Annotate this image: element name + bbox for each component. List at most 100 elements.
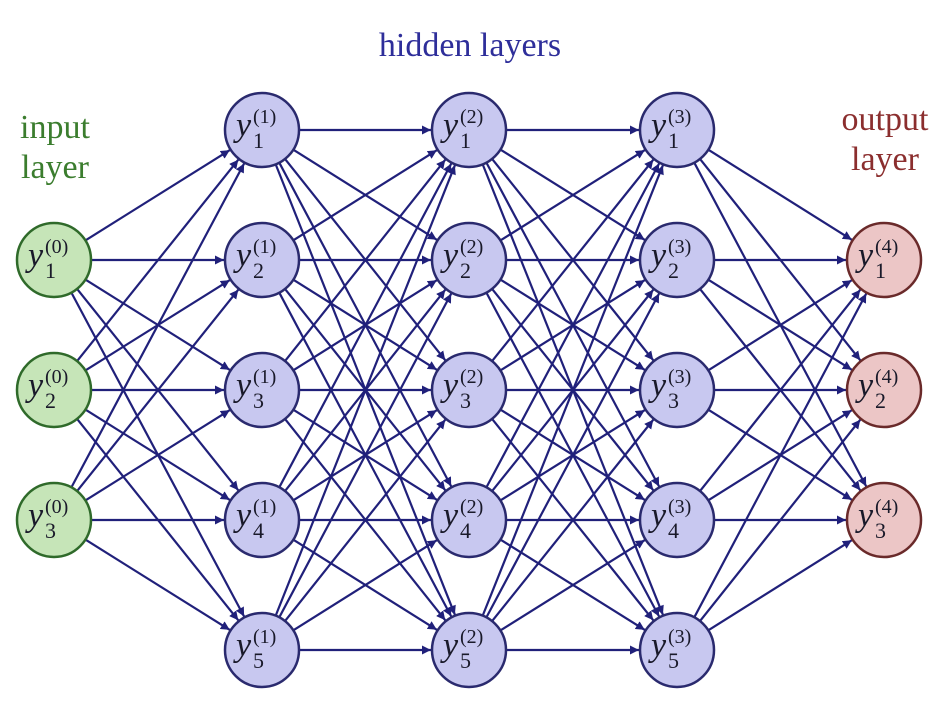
node-superscript: (2) bbox=[460, 366, 483, 388]
input-node-l0-2: y2(0) bbox=[15, 351, 93, 429]
node-circle bbox=[430, 91, 508, 169]
edge-l2n2-to-l3n1 bbox=[499, 149, 646, 242]
node-subscript: 2 bbox=[460, 258, 471, 283]
input-node-l0-1: y1(0) bbox=[15, 221, 93, 299]
node-subscript: 4 bbox=[460, 518, 471, 543]
node-variable: y bbox=[233, 627, 252, 664]
node-superscript: (4) bbox=[875, 236, 898, 258]
node-label: y1(3) bbox=[648, 106, 691, 153]
hidden-node-l3-4: y4(3) bbox=[638, 481, 716, 559]
edge-l3n5-to-l4n3 bbox=[707, 539, 853, 632]
input-layer-label-line2: layer bbox=[21, 149, 90, 186]
node-variable: y bbox=[25, 237, 44, 274]
output-layer-label-line2: layer bbox=[851, 141, 920, 178]
node-superscript: (0) bbox=[45, 366, 68, 388]
node-variable: y bbox=[25, 497, 44, 534]
node-label: y4(2) bbox=[440, 496, 483, 543]
node-label: y4(1) bbox=[233, 496, 276, 543]
node-circle bbox=[223, 91, 301, 169]
node-subscript: 1 bbox=[668, 128, 679, 153]
hidden-node-l1-5: y5(1) bbox=[223, 611, 301, 689]
output-layer-label-line1: output bbox=[842, 101, 929, 138]
edge-l0n3-to-l1n5 bbox=[84, 538, 231, 631]
connection-edges bbox=[70, 125, 868, 655]
edge-l0n3-to-l1n3 bbox=[84, 409, 231, 502]
node-subscript: 3 bbox=[45, 518, 56, 543]
node-variable: y bbox=[855, 497, 874, 534]
node-circle bbox=[638, 611, 716, 689]
node-variable: y bbox=[648, 107, 667, 144]
node-variable: y bbox=[233, 107, 252, 144]
node-subscript: 1 bbox=[45, 258, 56, 283]
edge-l2n5-to-l3n3 bbox=[491, 419, 655, 622]
node-label: y1(2) bbox=[440, 106, 483, 153]
node-subscript: 3 bbox=[875, 518, 886, 543]
node-superscript: (2) bbox=[460, 496, 483, 518]
node-subscript: 5 bbox=[460, 648, 471, 673]
node-label: y1(4) bbox=[855, 236, 898, 283]
node-variable: y bbox=[440, 367, 459, 404]
edge-l0n1-to-l1n1 bbox=[84, 149, 231, 242]
node-superscript: (3) bbox=[668, 236, 691, 258]
hidden-node-l2-3: y3(2) bbox=[430, 351, 508, 429]
output-node-l4-2: y2(4) bbox=[845, 351, 923, 429]
edge-l1n5-to-l2n2 bbox=[278, 293, 453, 618]
node-variable: y bbox=[440, 497, 459, 534]
node-subscript: 2 bbox=[45, 388, 56, 413]
node-circle bbox=[845, 481, 923, 559]
node-superscript: (1) bbox=[253, 236, 276, 258]
edge-l1n2-to-l2n1 bbox=[292, 149, 438, 242]
node-circle bbox=[223, 611, 301, 689]
node-superscript: (2) bbox=[460, 626, 483, 648]
node-subscript: 3 bbox=[253, 388, 264, 413]
node-superscript: (2) bbox=[460, 236, 483, 258]
node-superscript: (1) bbox=[253, 626, 276, 648]
node-circle bbox=[223, 351, 301, 429]
node-subscript: 2 bbox=[875, 388, 886, 413]
edge-l1n5-to-l2n3 bbox=[284, 419, 447, 622]
hidden-node-l2-2: y2(2) bbox=[430, 221, 508, 299]
node-subscript: 5 bbox=[253, 648, 264, 673]
edge-l1n5-to-l2n4 bbox=[292, 539, 438, 632]
node-subscript: 1 bbox=[253, 128, 264, 153]
edge-l3n5-to-l4n1 bbox=[693, 293, 868, 618]
node-label: y2(1) bbox=[233, 236, 276, 283]
node-variable: y bbox=[855, 367, 874, 404]
node-label: y3(4) bbox=[855, 496, 898, 543]
node-variable: y bbox=[440, 237, 459, 274]
edge-l0n2-to-l1n1 bbox=[76, 159, 240, 362]
hidden-node-l2-5: y5(2) bbox=[430, 611, 508, 689]
edge-l0n3-to-l1n1 bbox=[70, 162, 246, 488]
node-label: y5(3) bbox=[648, 626, 691, 673]
hidden-node-l2-1: y1(2) bbox=[430, 91, 508, 169]
node-subscript: 4 bbox=[253, 518, 264, 543]
node-variable: y bbox=[648, 237, 667, 274]
node-subscript: 1 bbox=[460, 128, 471, 153]
node-circle bbox=[638, 481, 716, 559]
hidden-layers-label: hidden layers bbox=[379, 27, 561, 64]
node-superscript: (0) bbox=[45, 236, 68, 258]
hidden-node-l3-1: y1(3) bbox=[638, 91, 716, 169]
node-superscript: (1) bbox=[253, 106, 276, 128]
input-node-l0-3: y3(0) bbox=[15, 481, 93, 559]
node-circle bbox=[638, 221, 716, 299]
edge-l2n5-to-l3n2 bbox=[485, 292, 661, 618]
node-superscript: (2) bbox=[460, 106, 483, 128]
edge-l3n3-to-l4n1 bbox=[707, 279, 853, 372]
node-variable: y bbox=[233, 367, 252, 404]
output-node-l4-1: y1(4) bbox=[845, 221, 923, 299]
node-label: y2(0) bbox=[25, 366, 68, 413]
hidden-node-l3-5: y5(3) bbox=[638, 611, 716, 689]
node-subscript: 2 bbox=[253, 258, 264, 283]
edge-l0n3-to-l1n2 bbox=[76, 289, 240, 492]
node-circle bbox=[430, 351, 508, 429]
node-circle bbox=[15, 481, 93, 559]
node-superscript: (3) bbox=[668, 626, 691, 648]
node-label: y5(1) bbox=[233, 626, 276, 673]
node-superscript: (3) bbox=[668, 496, 691, 518]
node-variable: y bbox=[440, 627, 459, 664]
hidden-node-l2-4: y4(2) bbox=[430, 481, 508, 559]
edge-l3n1-to-l4n1 bbox=[707, 148, 853, 241]
edge-l2n5-to-l3n4 bbox=[499, 539, 646, 632]
edge-l3n4-to-l4n1 bbox=[699, 289, 862, 492]
